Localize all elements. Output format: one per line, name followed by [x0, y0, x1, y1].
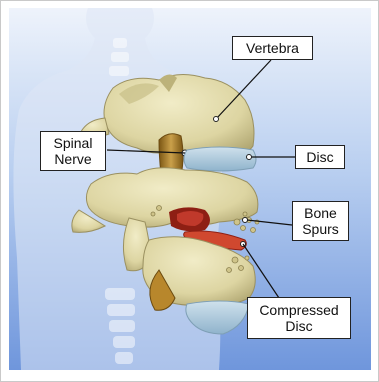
vertebra-label: Vertebra	[232, 36, 313, 60]
spinal-nerve-label: Spinal Nerve	[40, 131, 106, 171]
disc-label-text: Disc	[306, 149, 333, 165]
bone-spurs-label-line2: Spurs	[302, 221, 339, 237]
healthy-disc	[184, 147, 256, 171]
spinal-nerve-label-line2: Nerve	[54, 151, 91, 167]
vertebra-label-text: Vertebra	[246, 40, 299, 56]
compressed-disc-label: Compressed Disc	[247, 297, 351, 339]
bone-spurs-label: Bone Spurs	[292, 201, 349, 241]
bone-spurs-label-line1: Bone	[304, 205, 337, 221]
compressed-disc-label-line2: Disc	[285, 318, 312, 334]
vertebra-marker	[214, 117, 219, 122]
compressed-disc-label-line1: Compressed	[259, 302, 338, 318]
disc-label: Disc	[295, 145, 345, 169]
spinal-nerve-label-line1: Spinal	[54, 135, 93, 151]
disc-marker	[247, 155, 252, 160]
